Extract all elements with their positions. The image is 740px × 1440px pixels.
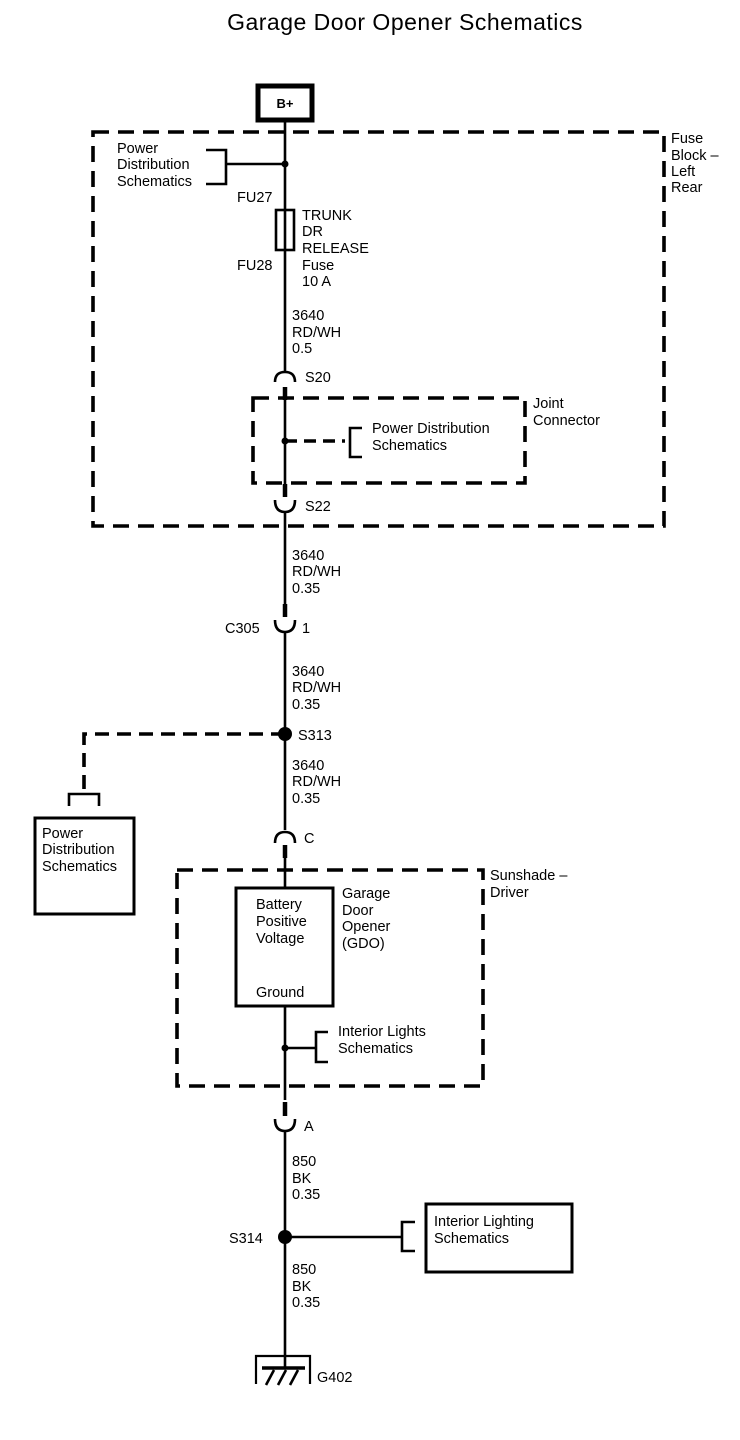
svg-text:Positive: Positive [256, 914, 307, 930]
svg-text:Joint: Joint [533, 396, 564, 412]
ground-g402: G402 [254, 1354, 352, 1386]
svg-text:BK: BK [292, 1171, 312, 1187]
svg-text:Schematics: Schematics [372, 438, 447, 454]
wire-label-after-s313: 3640 RD/WH 0.35 [292, 758, 341, 807]
garage-door-opener: Battery Positive Voltage Ground Garage D… [234, 886, 391, 1008]
svg-text:850: 850 [292, 1154, 316, 1170]
svg-text:Block –: Block – [671, 148, 719, 164]
svg-text:3640: 3640 [292, 664, 324, 680]
connector-c305: C305 1 [225, 619, 310, 637]
interior-lights-ref: Interior Lights Schematics [281, 1024, 426, 1064]
svg-text:Power: Power [42, 826, 83, 842]
battery-label: B+ [277, 96, 294, 111]
power-distribution-ref-top: Power Distribution Schematics [117, 141, 289, 190]
svg-text:Ground: Ground [256, 985, 304, 1001]
svg-text:Battery: Battery [256, 897, 303, 913]
svg-text:(GDO): (GDO) [342, 936, 385, 952]
svg-text:3640: 3640 [292, 758, 324, 774]
page-title: Garage Door Opener Schematics [227, 9, 583, 35]
svg-text:Interior Lighting: Interior Lighting [434, 1214, 534, 1230]
svg-text:0.35: 0.35 [292, 791, 320, 807]
svg-text:G402: G402 [317, 1370, 352, 1386]
svg-text:10 A: 10 A [302, 274, 331, 290]
svg-text:Door: Door [342, 903, 374, 919]
splice-s313: S313 [67, 727, 332, 806]
svg-text:C305: C305 [225, 621, 260, 637]
wire-label-before-s313: 3640 RD/WH 0.35 [292, 664, 341, 713]
wire-label-fuse-block: 3640 RD/WH 0.5 [292, 308, 341, 357]
svg-text:0.5: 0.5 [292, 341, 312, 357]
svg-text:A: A [304, 1119, 314, 1135]
svg-text:Rear: Rear [671, 180, 703, 196]
joint-connector-label: Joint Connector [533, 396, 600, 429]
svg-text:S313: S313 [298, 728, 332, 744]
splice-s20: S20 [273, 370, 331, 386]
joint-connector-pds-ref: Power Distribution Schematics [281, 421, 490, 459]
connector-c: C [273, 830, 314, 847]
splice-s314: S314 [229, 1220, 415, 1253]
svg-text:RD/WH: RD/WH [292, 325, 341, 341]
svg-text:Fuse: Fuse [302, 258, 334, 274]
interior-lighting-box: Interior Lighting Schematics [424, 1202, 574, 1274]
svg-text:1: 1 [302, 621, 310, 637]
sunshade-enclosure [175, 868, 485, 1088]
svg-text:Schematics: Schematics [434, 1231, 509, 1247]
battery-terminal: B+ [255, 83, 315, 123]
trunk-release-fuse: FU27 FU28 TRUNK DR RELEASE Fuse 10 A [237, 190, 369, 290]
svg-text:0.35: 0.35 [292, 697, 320, 713]
splice-s22: S22 [273, 499, 331, 515]
svg-text:TRUNK: TRUNK [302, 208, 352, 224]
fuse-block-label: Fuse Block – Left Rear [671, 131, 719, 196]
svg-text:3640: 3640 [292, 548, 324, 564]
svg-text:Interior Lights: Interior Lights [338, 1024, 426, 1040]
fuse-block-enclosure [91, 130, 666, 528]
svg-text:3640: 3640 [292, 308, 324, 324]
svg-text:0.35: 0.35 [292, 581, 320, 597]
fuse-id-top: FU27 [237, 190, 272, 206]
svg-text:Distribution: Distribution [42, 842, 115, 858]
svg-text:Schematics: Schematics [117, 174, 192, 190]
svg-text:Power: Power [117, 141, 158, 157]
fuse-id-bottom: FU28 [237, 258, 272, 274]
svg-text:Left: Left [671, 164, 695, 180]
svg-text:Sunshade –: Sunshade – [490, 868, 568, 884]
svg-text:Distribution: Distribution [117, 157, 190, 173]
svg-text:C: C [304, 831, 314, 847]
svg-text:0.35: 0.35 [292, 1295, 320, 1311]
svg-text:Schematics: Schematics [338, 1041, 413, 1057]
power-distribution-box: Power Distribution Schematics [33, 816, 136, 916]
svg-text:S20: S20 [305, 370, 331, 386]
wire-label-ground-1: 850 BK 0.35 [292, 1154, 320, 1203]
svg-text:Garage: Garage [342, 886, 390, 902]
svg-text:0.35: 0.35 [292, 1187, 320, 1203]
connector-a: A [273, 1118, 314, 1135]
wire-label-ground-2: 850 BK 0.35 [292, 1262, 320, 1311]
svg-text:Connector: Connector [533, 413, 600, 429]
svg-text:S314: S314 [229, 1231, 263, 1247]
svg-text:DR: DR [302, 224, 323, 240]
sunshade-label: Sunshade – Driver [490, 868, 568, 901]
svg-text:RELEASE: RELEASE [302, 241, 369, 257]
svg-text:BK: BK [292, 1279, 312, 1295]
svg-text:RD/WH: RD/WH [292, 680, 341, 696]
svg-text:Driver: Driver [490, 885, 529, 901]
svg-text:RD/WH: RD/WH [292, 774, 341, 790]
svg-text:RD/WH: RD/WH [292, 564, 341, 580]
joint-connector-enclosure [251, 396, 527, 485]
svg-text:Power Distribution: Power Distribution [372, 421, 490, 437]
svg-text:S22: S22 [305, 499, 331, 515]
svg-text:Voltage: Voltage [256, 931, 304, 947]
svg-text:Schematics: Schematics [42, 859, 117, 875]
svg-text:Opener: Opener [342, 919, 391, 935]
wire-label-after-fuse-block: 3640 RD/WH 0.35 [292, 548, 341, 597]
svg-text:850: 850 [292, 1262, 316, 1278]
svg-text:Fuse: Fuse [671, 131, 703, 147]
